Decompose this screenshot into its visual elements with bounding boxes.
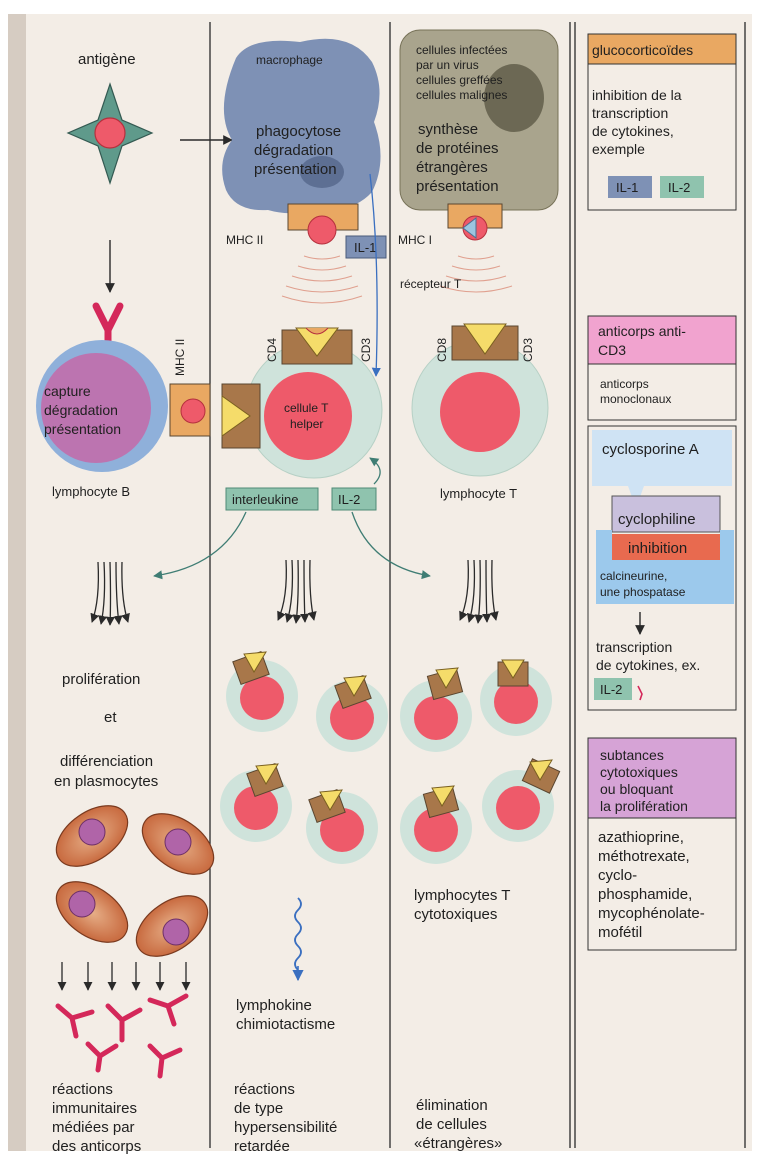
- b-cell-text-3: présentation: [44, 421, 121, 437]
- lymphokine-line-1: lymphokine: [236, 997, 312, 1014]
- outcome-line-1: prolifération: [62, 671, 140, 688]
- b-cell-text-2: dégradation: [44, 402, 118, 418]
- calcineurine-text-2: une phospatase: [600, 585, 686, 599]
- inhibition-label: inhibition: [628, 540, 687, 557]
- reaction1-line-1: réactions: [52, 1081, 113, 1098]
- cd3-label-col2: CD3: [359, 338, 373, 362]
- infected-text-4: cellules malignes: [416, 88, 507, 102]
- drug-6: mofétil: [598, 924, 642, 941]
- t-helper-text-2: helper: [290, 417, 323, 431]
- anti-cd3-title-1: anticorps anti-: [598, 323, 686, 339]
- il2-label-col4: IL-2: [668, 180, 690, 195]
- drug-4: phosphamide,: [598, 886, 692, 903]
- drug-2: méthotrexate,: [598, 848, 690, 865]
- synthesis-text-4: présentation: [416, 178, 499, 195]
- infected-text-1: cellules infectées: [416, 43, 507, 57]
- cyclosporine-title: cyclosporine A: [602, 441, 699, 458]
- glucocorticoides-text-2: transcription: [592, 105, 668, 121]
- elimination-line-1: élimination: [416, 1097, 488, 1114]
- macrophage-text-3: présentation: [254, 161, 337, 178]
- glucocorticoides-text-4: exemple: [592, 141, 645, 157]
- glucocorticoides-text-3: de cytokines,: [592, 123, 674, 139]
- elimination-line-3: «étrangères»: [414, 1135, 502, 1152]
- receptor-t-label: récepteur T: [400, 277, 462, 291]
- drug-1: azathioprine,: [598, 829, 684, 846]
- cytotoxic-title-2: cytotoxiques: [600, 764, 678, 780]
- t-helper-nucleus: [264, 372, 352, 460]
- binding-shadow: [8, 14, 26, 1151]
- synthesis-text-2: de protéines: [416, 140, 499, 157]
- b-cell-caption: lymphocyte B: [52, 484, 130, 499]
- il2-label-cyclosporine: IL-2: [600, 682, 622, 697]
- anti-cd3-text-2: monoclonaux: [600, 392, 671, 406]
- drug-3: cyclo-: [598, 867, 637, 884]
- reaction2-line-4: retardée: [234, 1138, 290, 1155]
- cd4-label: CD4: [265, 338, 279, 362]
- elimination-line-2: de cellules: [416, 1116, 487, 1133]
- macrophage-mhc-ii-label: MHC II: [226, 233, 263, 247]
- macrophage-text-1: phagocytose: [256, 123, 341, 140]
- il1-label-col4: IL-1: [616, 180, 638, 195]
- reaction2-line-1: réactions: [234, 1081, 295, 1098]
- infected-text-3: cellules greffées: [416, 73, 503, 87]
- infected-text-2: par un virus: [416, 58, 479, 72]
- mhc-i-label: MHC I: [398, 233, 432, 247]
- cytotoxic-title-1: subtances: [600, 747, 664, 763]
- transcription-text-1: transcription: [596, 639, 672, 655]
- reaction1-line-2: immunitaires: [52, 1100, 137, 1117]
- glucocorticoides-text-1: inhibition de la: [592, 87, 682, 103]
- synthesis-text-3: étrangères: [416, 159, 488, 176]
- il2-label-col2: IL-2: [338, 492, 360, 507]
- cytotoxic-line-2: cytotoxiques: [414, 906, 497, 923]
- b-mhc-ii-label: MHC II: [173, 339, 187, 376]
- drug-5: mycophénolate-: [598, 905, 705, 922]
- cytotoxic-line-1: lymphocytes T: [414, 887, 510, 904]
- calcineurine-text-1: calcineurine,: [600, 569, 667, 583]
- t-lymphocyte-caption: lymphocyte T: [440, 486, 517, 501]
- interleukine-label: interleukine: [232, 492, 299, 507]
- outcome-line-2: et: [104, 709, 117, 726]
- lymphokine-line-2: chimiotactisme: [236, 1016, 335, 1033]
- cytotoxic-receptor: [452, 324, 518, 360]
- outcome-line-3: différenciation: [60, 753, 153, 770]
- outcome-line-4: en plasmocytes: [54, 773, 158, 790]
- anti-cd3-title-2: CD3: [598, 342, 626, 358]
- glucocorticoides-title: glucocorticoïdes: [592, 42, 693, 58]
- anti-cd3-text-1: anticorps: [600, 377, 649, 391]
- reaction2-line-2: de type: [234, 1100, 283, 1117]
- cytotoxic-title-3: ou bloquant: [600, 781, 673, 797]
- b-peptide-icon: [181, 399, 205, 423]
- il1-label: IL-1: [354, 240, 376, 255]
- b-cell-text-1: capture: [44, 383, 91, 399]
- reaction1-line-3: médiées par: [52, 1119, 135, 1136]
- cytotoxic-title-4: la prolifération: [600, 798, 688, 814]
- cyclophiline-label: cyclophiline: [618, 511, 696, 528]
- reaction1-line-4: des anticorps: [52, 1138, 141, 1155]
- t-helper-receptor-left: [222, 384, 260, 448]
- cd8-label: CD8: [435, 338, 449, 362]
- macrophage-peptide-icon: [308, 216, 336, 244]
- reaction2-line-3: hypersensibilité: [234, 1119, 337, 1136]
- macrophage-text-2: dégradation: [254, 142, 333, 159]
- antigen-label: antigène: [78, 51, 136, 68]
- t-helper-text-1: cellule T: [284, 401, 329, 415]
- cytotoxic-t-nucleus: [440, 372, 520, 452]
- cd3-label-col3: CD3: [521, 338, 535, 362]
- macrophage-label: macrophage: [256, 53, 323, 67]
- t-helper-receptor-top: [282, 328, 352, 364]
- synthesis-text-1: synthèse: [418, 121, 478, 138]
- transcription-text-2: de cytokines, ex.: [596, 657, 700, 673]
